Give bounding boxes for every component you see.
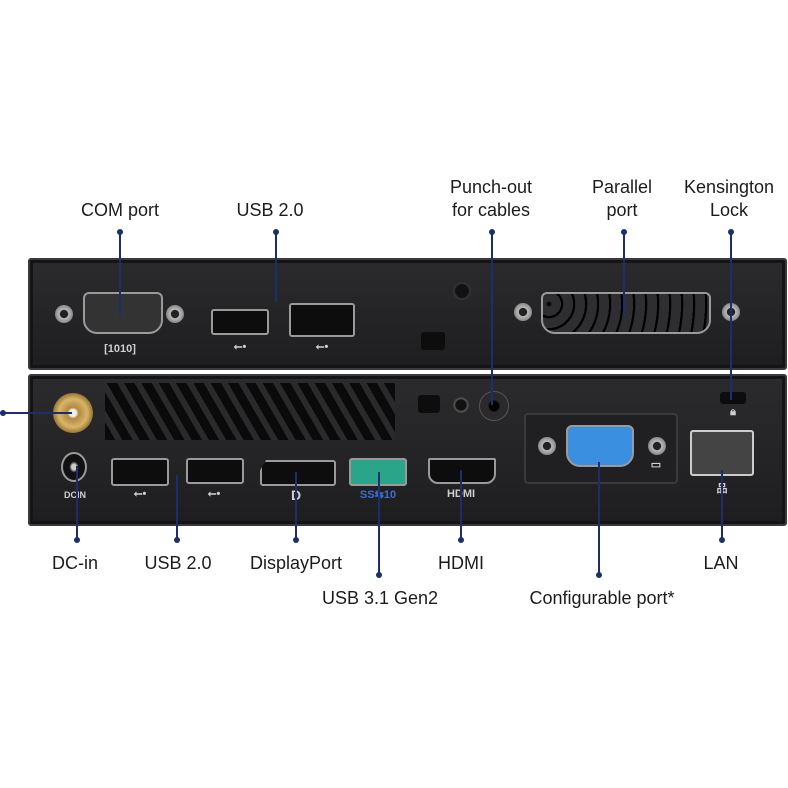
usb-port-top-2 <box>289 303 355 337</box>
callout-dot <box>273 229 279 235</box>
callout-line-parallel <box>623 232 625 316</box>
callout-dot <box>74 537 80 543</box>
kensington-lock-slot <box>720 392 746 404</box>
label-usb31-gen2: USB 3.1 Gen2 <box>321 588 439 608</box>
callout-dot <box>293 537 299 543</box>
callout-dot <box>117 229 123 235</box>
parallel-screw-left <box>514 303 532 321</box>
callout-dot <box>719 537 725 543</box>
screw-icon <box>453 282 471 300</box>
callout-line-usb-bottom <box>176 475 178 540</box>
callout-line-displayport <box>295 472 297 540</box>
callout-line-antenna <box>0 412 72 414</box>
callout-line-configurable <box>598 462 600 575</box>
label-line: Lock <box>709 200 749 220</box>
callout-line-lan <box>721 470 723 540</box>
vga-port <box>566 425 634 467</box>
label-dc-in: DC-in <box>51 553 99 573</box>
label-usb20-top: USB 2.0 <box>236 200 304 220</box>
ventilation-grille <box>105 383 395 440</box>
usb-icon: ⭠• <box>233 341 247 353</box>
vga-screw-left <box>538 437 556 455</box>
callout-dot <box>621 229 627 235</box>
punch-out-screw <box>479 391 509 421</box>
label-parallel-port: Parallel port <box>592 176 652 222</box>
dc-in-jack <box>61 452 87 482</box>
label-configurable-port: Configurable port* <box>529 588 675 608</box>
callout-dot <box>596 572 602 578</box>
callout-line-dc-in <box>76 466 78 540</box>
dc-in-marking: DCIN <box>64 490 86 500</box>
usb-port-top-1 <box>211 309 269 335</box>
usb-icon: ⭠• <box>133 488 147 500</box>
vga-screw-right <box>648 437 666 455</box>
callout-line-usb-top <box>275 232 277 302</box>
com-port <box>83 292 163 334</box>
label-usb20-bottom: USB 2.0 <box>144 553 212 573</box>
callout-dot <box>458 537 464 543</box>
label-lan: LAN <box>703 553 739 573</box>
label-line: for cables <box>451 200 531 220</box>
callout-line-hdmi <box>460 470 462 540</box>
label-line: port <box>606 200 638 220</box>
label-line: Parallel <box>591 177 653 197</box>
com-icon: [1010] <box>104 343 136 355</box>
label-displayport: DisplayPort <box>249 553 343 573</box>
screw-icon <box>452 396 470 414</box>
label-hdmi: HDMI <box>438 553 484 573</box>
com-screw-left <box>55 305 73 323</box>
usb-icon: ⭠• <box>315 341 329 353</box>
lock-icon: 🔒︎ <box>730 406 736 418</box>
parallel-port <box>541 292 711 334</box>
kensington-slot-small <box>418 395 440 413</box>
callout-line-punch-out <box>491 232 493 405</box>
callout-line-com <box>119 232 121 316</box>
callout-line-usb31 <box>378 472 380 575</box>
callout-dot <box>728 229 734 235</box>
callout-dot <box>0 410 6 416</box>
callout-line-kensington <box>730 232 732 400</box>
com-screw-right <box>166 305 184 323</box>
displayport-port <box>260 460 336 486</box>
callout-dot <box>174 537 180 543</box>
label-line: Punch-out <box>449 177 533 197</box>
usb-port-bottom-2 <box>186 458 244 484</box>
usb-port-bottom-1 <box>111 458 169 486</box>
monitor-icon: ▭ <box>650 459 662 471</box>
hdmi-port <box>428 458 496 484</box>
label-line: Kensington <box>683 177 775 197</box>
callout-dot <box>376 572 382 578</box>
label-punch-out: Punch-out for cables <box>450 176 532 222</box>
usb-icon: ⭠• <box>207 488 221 500</box>
label-com-port: COM port <box>80 200 160 220</box>
punch-out-slot-top <box>421 332 445 350</box>
callout-dot <box>489 229 495 235</box>
